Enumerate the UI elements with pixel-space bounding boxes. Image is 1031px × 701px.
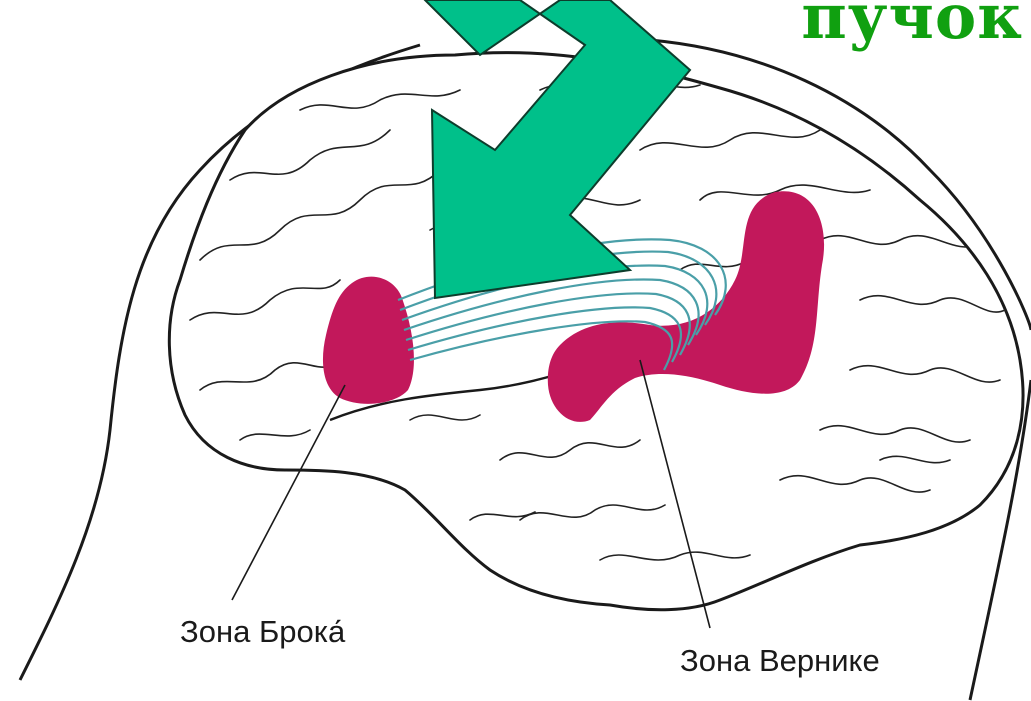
wernicke-label: Зона Вернике — [680, 645, 880, 676]
broca-label: Зона Брока́ — [180, 616, 345, 647]
slide-title: пучок — [801, 0, 1023, 48]
